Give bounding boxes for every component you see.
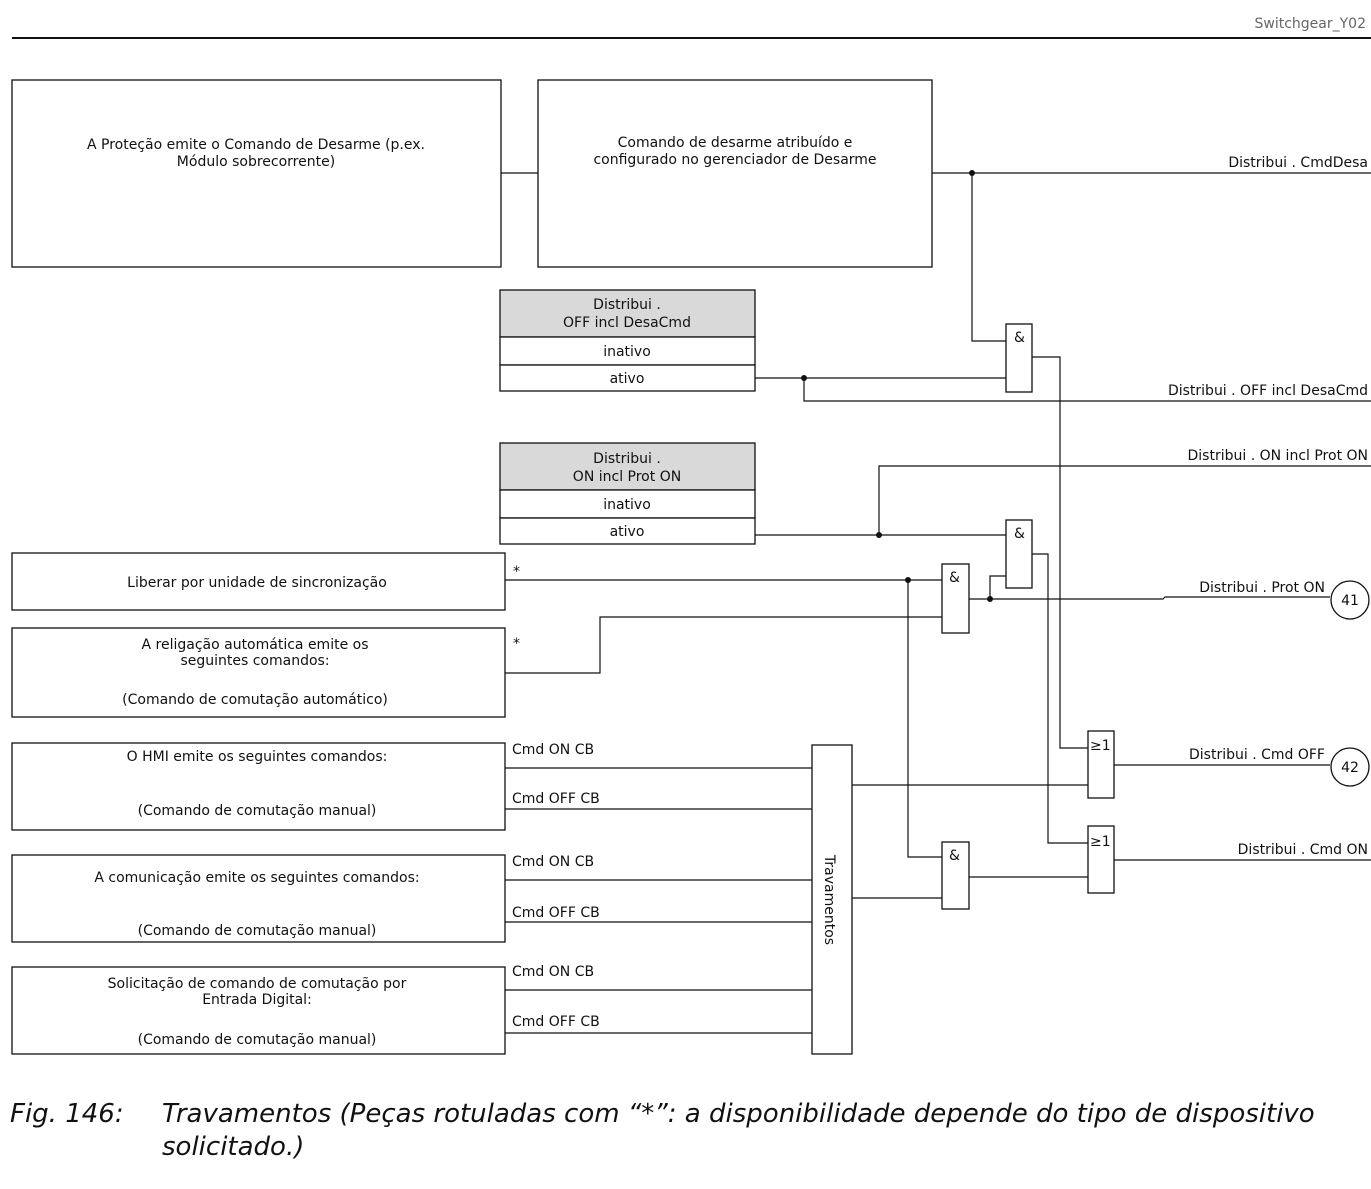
protection-block: A Proteção emite o Comando de Desarme (p…: [11, 79, 502, 268]
output-off-incl-trip: Distribui . OFF incl DesaCmd: [1168, 383, 1368, 399]
communication-block: A comunicação emite os seguintes comando…: [11, 854, 506, 943]
svg-text:Cmd OFF CB: Cmd OFF CB: [512, 905, 600, 921]
svg-text:(Comando de comutação manual): (Comando de comutação manual): [138, 923, 377, 939]
and-gate-close: &: [941, 841, 970, 910]
svg-text:(Comando de comutação manual): (Comando de comutação manual): [138, 803, 377, 819]
output-trip-cmd: Distribui . CmdDesa: [1228, 155, 1368, 171]
and-gate-on-incl: &: [1005, 519, 1033, 589]
svg-text:42: 42: [1341, 760, 1359, 776]
and-gate-trip: &: [1005, 323, 1033, 393]
digital-input-block: Solicitação de comando de comutação por …: [11, 966, 506, 1055]
svg-text:Cmd OFF CB: Cmd OFF CB: [512, 791, 600, 807]
svg-text:A religação automática emite o: A religação automática emite os: [141, 637, 368, 653]
header-tag: Switchgear_Y02: [1255, 16, 1367, 32]
svg-text:&: &: [949, 570, 960, 586]
figure-caption: Fig. 146: Travamentos (Peças rotuladas c…: [10, 1098, 1365, 1164]
svg-text:Liberar por unidade de sincron: Liberar por unidade de sincronização: [127, 575, 387, 591]
svg-text:Cmd ON CB: Cmd ON CB: [512, 854, 594, 870]
ref-circle-42: 42: [1330, 747, 1370, 787]
svg-text:OFF incl DesaCmd: OFF incl DesaCmd: [563, 315, 691, 331]
sync-release-block: Liberar por unidade de sincronização *: [11, 552, 520, 611]
svg-text:Cmd OFF CB: Cmd OFF CB: [512, 1014, 600, 1030]
svg-text:&: &: [1014, 526, 1025, 542]
option-inactive: inativo: [603, 497, 651, 513]
or-gate-off: ≥1: [1087, 730, 1115, 799]
svg-text:seguintes comandos:: seguintes comandos:: [180, 653, 329, 669]
svg-text:&: &: [1014, 330, 1025, 346]
svg-text:*: *: [513, 564, 520, 580]
svg-text:ON incl Prot ON: ON incl Prot ON: [573, 469, 681, 485]
svg-text:*: *: [513, 636, 520, 652]
svg-text:(Comando de comutação automáti: (Comando de comutação automático): [122, 692, 388, 708]
svg-text:&: &: [949, 848, 960, 864]
command-lines: Cmd ON CB Cmd OFF CB Cmd ON CB Cmd OFF C…: [505, 742, 812, 1034]
svg-text:Distribui .: Distribui .: [593, 297, 661, 313]
setting-off-incl-trip: Distribui . OFF incl DesaCmd inativo ati…: [499, 289, 756, 392]
hmi-block: O HMI emite os seguintes comandos: (Coma…: [11, 742, 506, 831]
option-active: ativo: [610, 524, 645, 540]
ref-circle-41: 41: [1330, 580, 1370, 620]
svg-text:O HMI emite os seguintes coman: O HMI emite os seguintes comandos:: [127, 749, 388, 765]
svg-text:Entrada Digital:: Entrada Digital:: [202, 992, 312, 1008]
svg-text:configurado no gerenciador de: configurado no gerenciador de Desarme: [593, 152, 876, 168]
figure-number: Fig. 146:: [10, 1099, 124, 1129]
svg-text:A Proteção emite o Comando de: A Proteção emite o Comando de Desarme (p…: [87, 137, 425, 153]
svg-text:Cmd ON CB: Cmd ON CB: [512, 742, 594, 758]
svg-text:Módulo sobrecorrente): Módulo sobrecorrente): [177, 154, 335, 170]
svg-text:≥1: ≥1: [1090, 738, 1111, 754]
svg-text:Travamentos: Travamentos: [821, 854, 837, 945]
output-cmd-off: Distribui . Cmd OFF: [1189, 747, 1325, 763]
logic-diagram: Switchgear_Y02 A Proteção emite o Comand…: [11, 16, 1371, 1055]
or-gate-on: ≥1: [1087, 825, 1115, 894]
output-cmd-on: Distribui . Cmd ON: [1238, 842, 1368, 858]
option-active: ativo: [610, 371, 645, 387]
svg-text:Cmd ON CB: Cmd ON CB: [512, 964, 594, 980]
svg-text:Comando de desarme atribuído e: Comando de desarme atribuído e: [618, 135, 853, 151]
svg-text:Solicitação de comando de comu: Solicitação de comando de comutação por: [108, 976, 407, 992]
svg-text:41: 41: [1341, 593, 1359, 609]
interlocks-block: Travamentos: [811, 744, 853, 1055]
setting-on-incl-prot: Distribui . ON incl Prot ON inativo ativ…: [499, 442, 756, 545]
output-on-incl-prot: Distribui . ON incl Prot ON: [1188, 448, 1368, 464]
wiring: [505, 170, 1371, 899]
svg-text:Distribui .: Distribui .: [593, 451, 661, 467]
svg-text:A comunicação emite os seguint: A comunicação emite os seguintes comando…: [94, 870, 419, 886]
trip-manager-block: Comando de desarme atribuído e configura…: [537, 79, 933, 268]
option-inactive: inativo: [603, 344, 651, 360]
and-gate-sync: &: [941, 563, 970, 634]
svg-text:≥1: ≥1: [1090, 834, 1111, 850]
autoreclose-block: A religação automática emite os seguinte…: [11, 627, 520, 718]
output-prot-on: Distribui . Prot ON: [1199, 580, 1325, 596]
figure-caption-text: Travamentos (Peças rotuladas com “*”: a …: [162, 1099, 1315, 1162]
svg-text:(Comando de comutação manual): (Comando de comutação manual): [138, 1032, 377, 1048]
